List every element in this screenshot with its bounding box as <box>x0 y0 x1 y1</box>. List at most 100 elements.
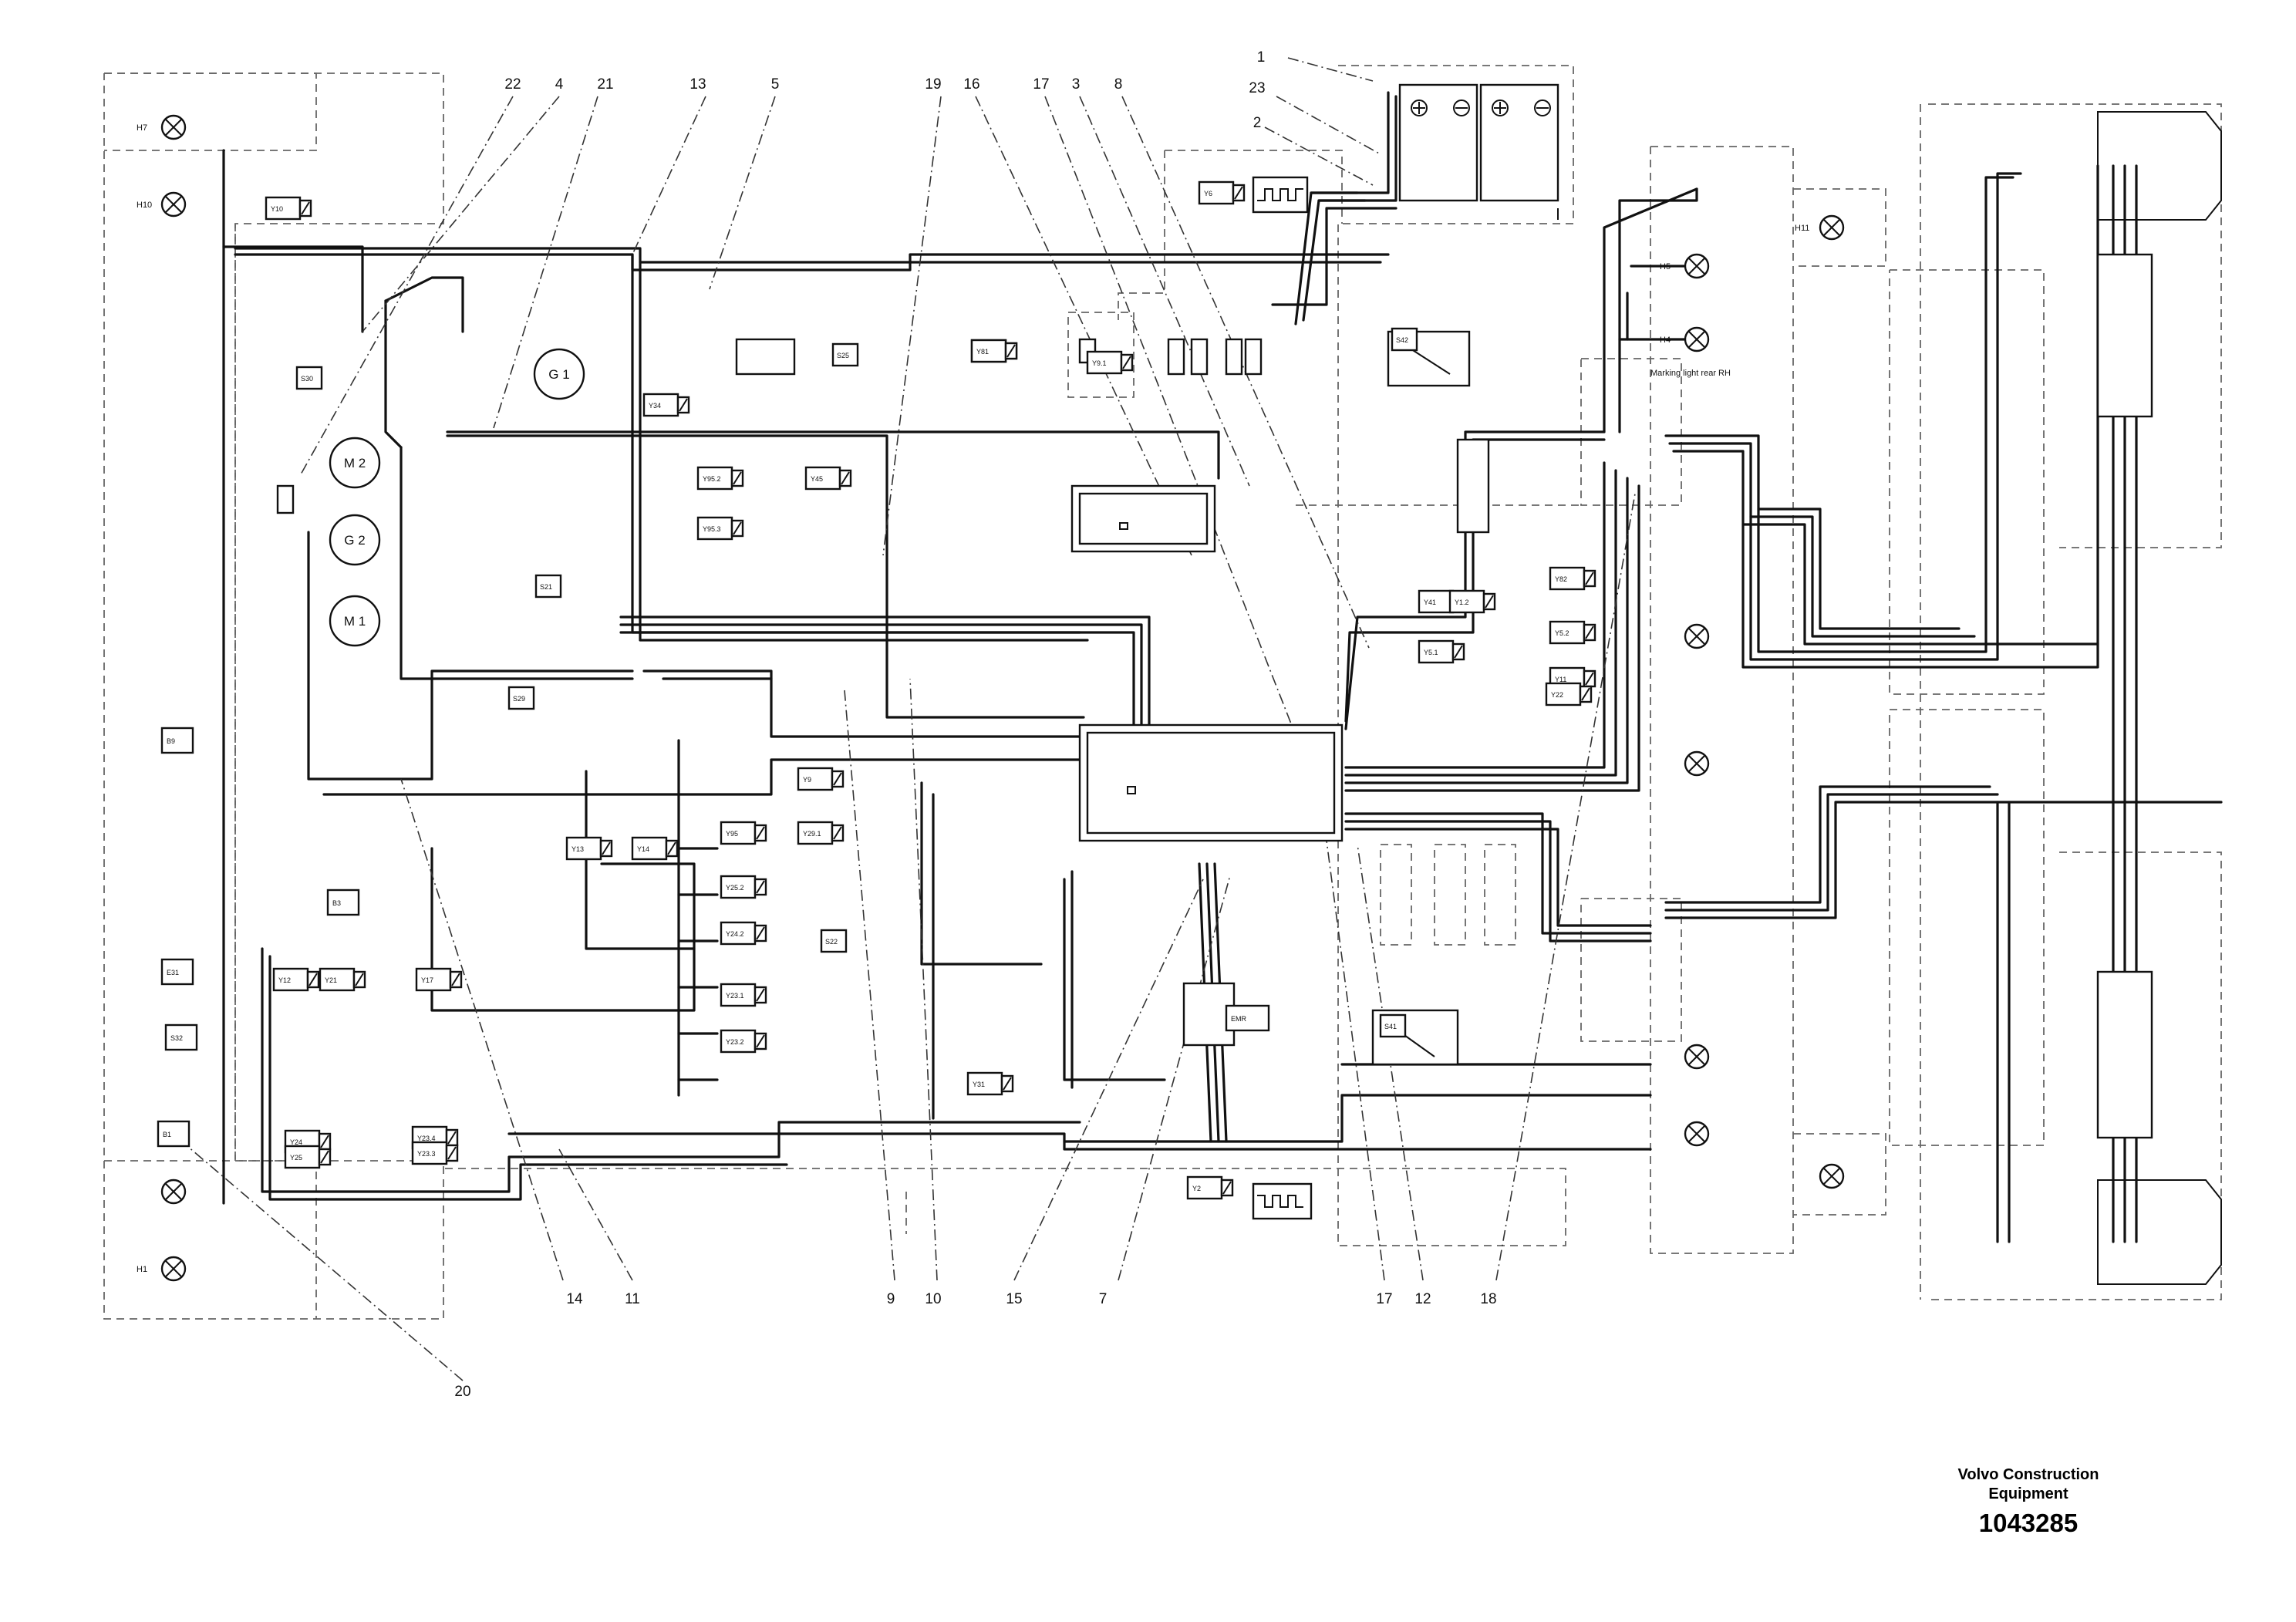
callout-12: 12 <box>1414 1291 1431 1307</box>
lamp-unlabeled <box>160 1179 187 1205</box>
callout-2: 2 <box>1253 115 1262 131</box>
switch-s30: S30 <box>295 366 323 390</box>
valve-y25: Y25 <box>284 1145 332 1169</box>
valve-y17: Y17 <box>415 967 463 992</box>
callout-9: 9 <box>887 1291 895 1307</box>
valve-y23-2: Y23.2 <box>720 1029 767 1054</box>
callout-16: 16 <box>963 76 979 93</box>
valve-label: Y45 <box>811 475 823 483</box>
part-emr: EMR <box>1225 1004 1270 1032</box>
switch-label: S22 <box>825 938 838 946</box>
callout-1: 1 <box>1257 49 1266 66</box>
part-label: E31 <box>167 969 179 976</box>
valve-label: Y29.1 <box>803 830 821 838</box>
footer: Volvo Construction Equipment 1043285 <box>1913 1465 2144 1538</box>
lamp-label: H4 <box>1660 336 1671 345</box>
lamp-unlabeled <box>1819 1163 1845 1189</box>
callout-17: 17 <box>1033 76 1049 93</box>
valve-y12: Y12 <box>272 967 320 992</box>
lamp-unlabeled <box>1684 750 1710 777</box>
switch-label: S29 <box>513 695 525 703</box>
pulse-sensors <box>1252 176 1313 1220</box>
valve-label: Y21 <box>325 976 337 984</box>
valve-y10: Y10 <box>265 196 312 221</box>
switch-label: S42 <box>1396 336 1408 344</box>
switch-label: S41 <box>1384 1023 1397 1030</box>
callout-3: 3 <box>1072 76 1081 93</box>
valve-label: Y14 <box>637 845 649 853</box>
part-b9: B9 <box>160 727 194 754</box>
valve-label: Y23.4 <box>417 1135 436 1142</box>
company-name: Volvo Construction Equipment <box>1913 1465 2144 1504</box>
callout-10: 10 <box>925 1291 941 1307</box>
valve-label: Y5.2 <box>1555 629 1569 637</box>
valve-label: Y23.1 <box>726 992 744 1000</box>
valve-label: Y25.2 <box>726 884 744 892</box>
valve-y2: Y2 <box>1186 1175 1234 1200</box>
valve-label: Y10 <box>271 205 283 213</box>
lamp-label: H11 <box>1795 224 1809 233</box>
switch-s42: S42 <box>1391 327 1418 352</box>
valve-label: Y41 <box>1424 599 1436 606</box>
callout-8: 8 <box>1114 76 1123 93</box>
valve-label: Y82 <box>1555 575 1567 583</box>
lamp-h7: H7 <box>137 114 187 140</box>
valve-label: Y24 <box>290 1138 302 1146</box>
switch-s29: S29 <box>507 686 535 710</box>
callout-17: 17 <box>1376 1291 1392 1307</box>
valve-y1-2: Y1.2 <box>1448 589 1496 614</box>
callout-19: 19 <box>925 76 941 93</box>
valve-y21: Y21 <box>319 967 366 992</box>
motor-label: M 1 <box>344 614 366 629</box>
lamp-h10: H10 <box>137 191 187 218</box>
valve-label: Y24.2 <box>726 930 744 938</box>
motor-g2: G 2 <box>329 514 381 566</box>
component-symbols: H7H10H5H4H11H1Y10Y6Y8Y34Y81Y9.1Y95.2Y95.… <box>137 114 1845 1282</box>
valve-label: Y81 <box>976 348 989 356</box>
part-b1: B1 <box>157 1120 190 1148</box>
part-b3: B3 <box>326 889 360 916</box>
valve-y5-2: Y5.2 <box>1549 620 1596 645</box>
valve-y23-1: Y23.1 <box>720 983 767 1007</box>
harness-wires <box>222 91 2223 1243</box>
part-label: B1 <box>163 1131 171 1138</box>
switch-s25: S25 <box>831 342 859 367</box>
fuse-blocks <box>276 330 1490 1066</box>
lamp-unlabeled <box>1684 623 1710 649</box>
valve-label: Y17 <box>421 976 433 984</box>
part-s32: S32 <box>164 1023 198 1051</box>
valve-label: Y1.2 <box>1455 599 1469 606</box>
callout-13: 13 <box>689 76 706 93</box>
valve-label: Y22 <box>1551 691 1563 699</box>
part-label: EMR <box>1231 1015 1247 1023</box>
valve-y13: Y13 <box>565 836 613 861</box>
motor-m1: M 1 <box>329 595 381 647</box>
callout-21: 21 <box>597 76 613 93</box>
switch-label: S30 <box>301 375 313 383</box>
lamp-label: H7 <box>137 123 147 133</box>
valve-label: Y95 <box>726 830 738 838</box>
lamp-unlabeled <box>1684 1044 1710 1070</box>
valve-label: Y2 <box>1192 1185 1201 1192</box>
valve-label: Y25 <box>290 1154 302 1162</box>
document-number: 1043285 <box>1978 1509 2079 1537</box>
valve-label: Y34 <box>649 402 661 410</box>
valve-y95-2: Y95.2 <box>696 466 744 491</box>
valve-y29-1: Y29.1 <box>797 821 845 845</box>
valve-y31: Y31 <box>966 1071 1014 1096</box>
callout-22: 22 <box>504 76 521 93</box>
valve-label: Y5.1 <box>1424 649 1438 656</box>
valve-y95-3: Y95.3 <box>696 516 744 541</box>
motor-g1: G 1 <box>533 348 585 400</box>
lamp-unlabeled <box>1684 1121 1710 1147</box>
leader-lines <box>177 57 1636 1381</box>
callout-14: 14 <box>566 1291 583 1307</box>
motor-label: M 2 <box>344 456 366 470</box>
callout-4: 4 <box>555 76 564 93</box>
part-e31: E31 <box>160 958 194 986</box>
valve-y24-2: Y24.2 <box>720 921 767 946</box>
valve-label: Y95.3 <box>703 525 721 533</box>
lamp-h5: H5 <box>1660 253 1710 279</box>
part-label: S32 <box>170 1034 183 1042</box>
